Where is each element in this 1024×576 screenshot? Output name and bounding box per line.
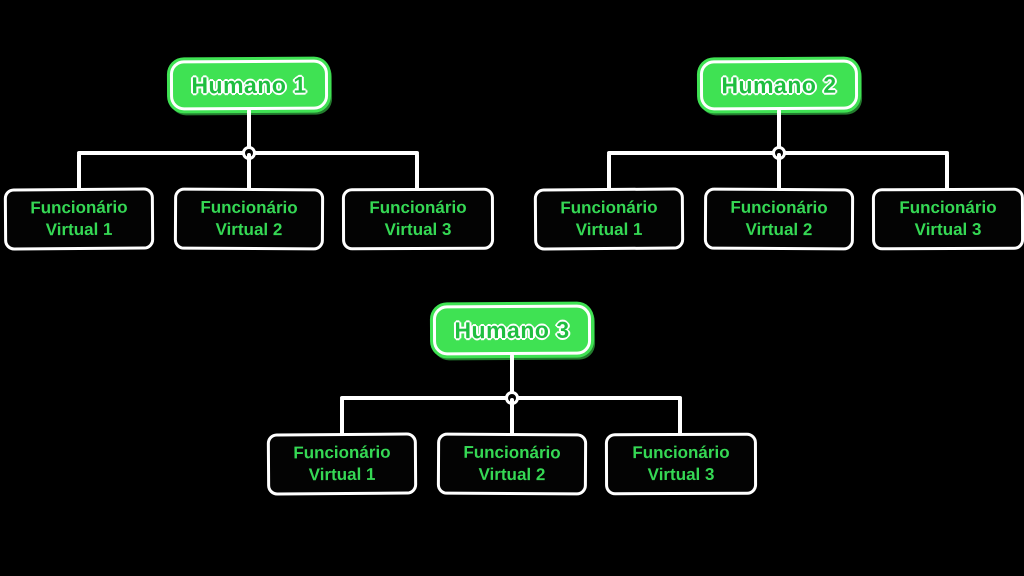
virtual-employee-node: Funcionário Virtual 3 (871, 187, 1024, 251)
connector-child-stem (607, 153, 611, 190)
org-tree-humano-2: Humano 2 Funcionário Virtual 1 Funcionár… (533, 59, 1024, 260)
human-node-label: Humano 3 (454, 316, 570, 343)
virtual-employee-node: Funcionário Virtual 2 (703, 187, 855, 251)
virtual-employee-node: Funcionário Virtual 3 (341, 187, 495, 251)
human-node-label: Humano 2 (721, 71, 837, 98)
connector-child-stem (247, 153, 251, 190)
connector-stem (247, 109, 251, 155)
virtual-employee-label: Funcionário Virtual 3 (632, 442, 730, 485)
org-tree-humano-3: Humano 3 Funcionário Virtual 1 Funcionár… (266, 304, 758, 505)
connector-child-stem (945, 153, 949, 190)
connector-child-stem (77, 153, 81, 190)
org-tree-humano-1: Humano 1 Funcionário Virtual 1 Funcionár… (3, 59, 495, 260)
connector-child-stem (678, 398, 682, 435)
connector-stem (777, 109, 781, 155)
human-node-label: Humano 1 (191, 71, 307, 98)
virtual-employee-node: Funcionário Virtual 2 (436, 432, 588, 496)
virtual-employee-label: Funcionário Virtual 1 (560, 197, 658, 240)
human-node: Humano 2 (699, 59, 859, 111)
virtual-employee-label: Funcionário Virtual 2 (730, 197, 828, 240)
connector-child-stem (340, 398, 344, 435)
virtual-employee-label: Funcionário Virtual 1 (293, 442, 391, 485)
human-node: Humano 1 (169, 59, 329, 111)
connector-child-stem (777, 153, 781, 190)
virtual-employee-label: Funcionário Virtual 2 (200, 197, 298, 240)
virtual-employee-node: Funcionário Virtual 1 (266, 432, 418, 496)
connector-child-stem (510, 398, 514, 435)
human-node: Humano 3 (432, 304, 592, 356)
virtual-employee-node: Funcionário Virtual 1 (3, 187, 155, 251)
connector-child-stem (415, 153, 419, 190)
virtual-employee-node: Funcionário Virtual 3 (604, 432, 758, 496)
virtual-employee-label: Funcionário Virtual 1 (30, 197, 128, 240)
virtual-employee-label: Funcionário Virtual 2 (463, 442, 561, 485)
virtual-employee-label: Funcionário Virtual 3 (369, 197, 467, 240)
virtual-employee-label: Funcionário Virtual 3 (899, 197, 997, 240)
virtual-employee-node: Funcionário Virtual 2 (173, 187, 325, 251)
virtual-employee-node: Funcionário Virtual 1 (533, 187, 685, 251)
connector-stem (510, 354, 514, 400)
